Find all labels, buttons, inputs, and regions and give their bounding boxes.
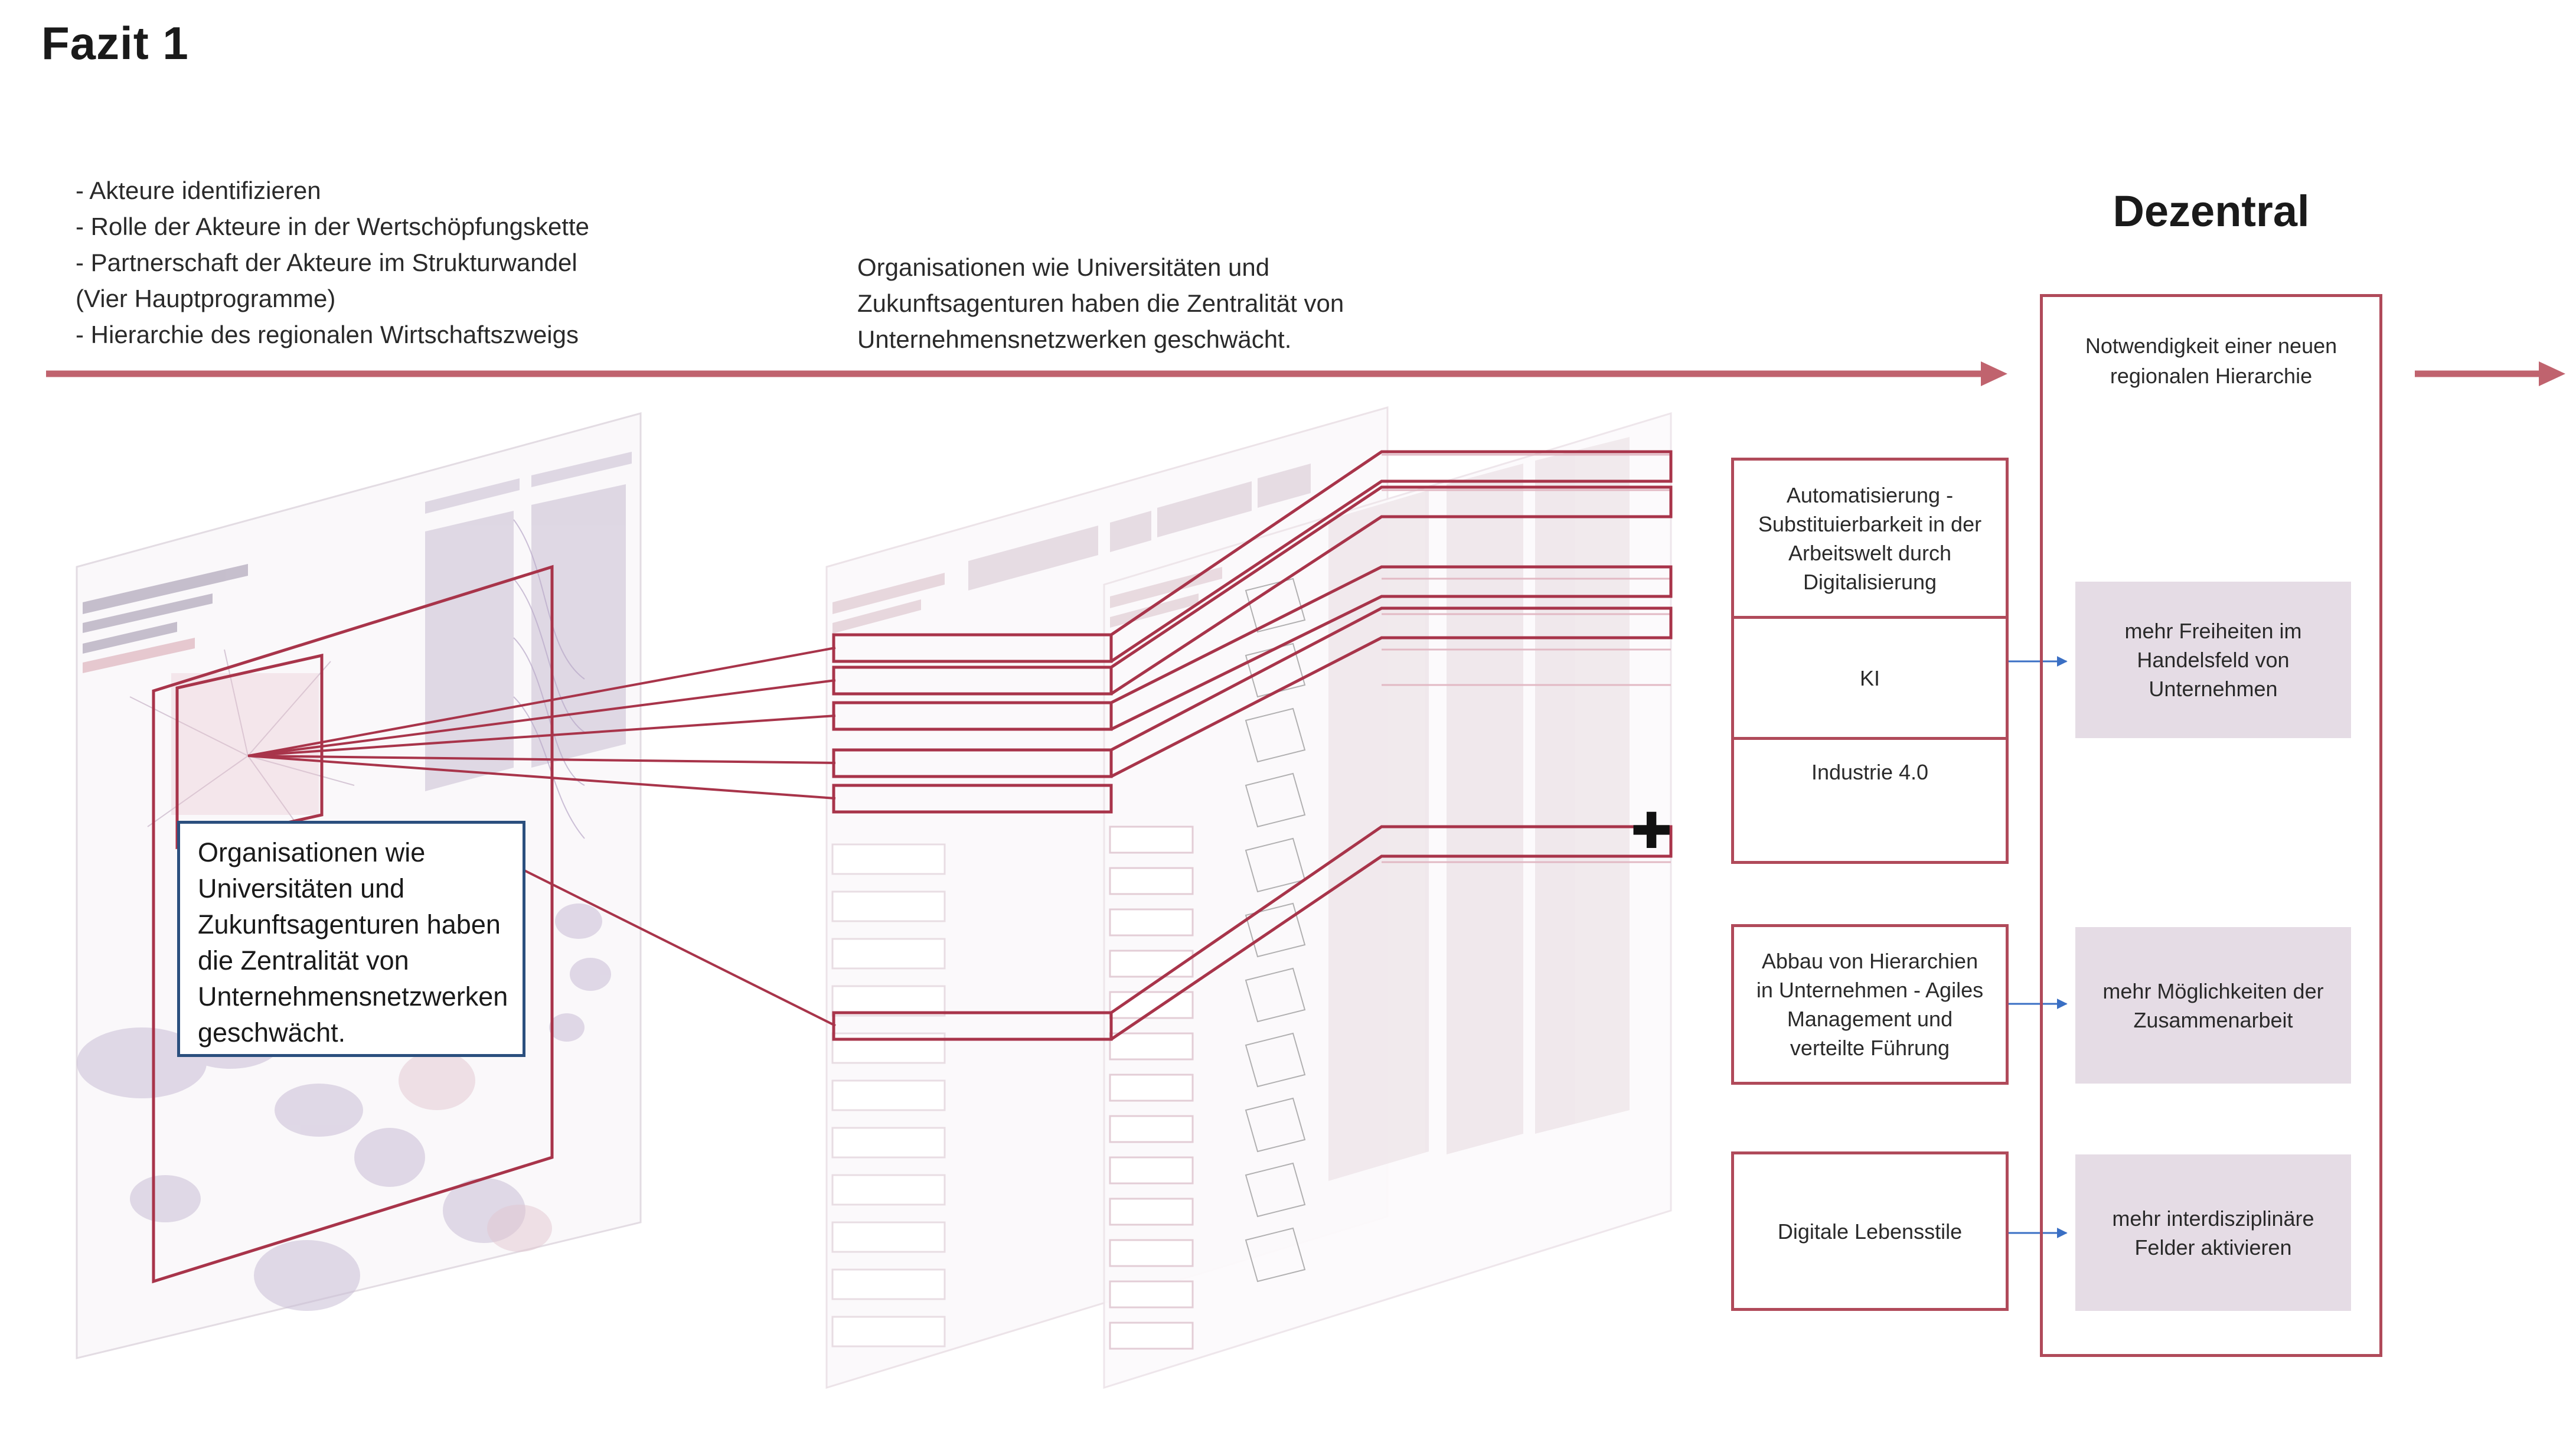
driver-digital-lifestyles: Digitale Lebensstile [1777,1219,1963,1244]
connection-lines [247,647,836,1027]
plus-icon: ✚ [1631,803,1673,859]
summary-note: Organisationen wie Universitäten und Zuk… [857,249,1344,357]
link-arrows [2004,656,2068,1238]
dezentral-panel [2040,294,2382,1357]
driver-industry: Industrie 4.0 [1811,760,1929,784]
note-line: Organisationen wie Universitäten und [857,253,1270,281]
note-line: Unternehmensnetzwerken geschwächt. [857,325,1292,353]
page-title: Fazit 1 [41,17,189,69]
selection-frame-poster1 [152,565,554,1284]
driver-agile-management: Abbau von Hierarchien in Unternehmen - A… [1756,949,1984,1060]
note-line: Zukunftsagenturen haben die Zentralität … [857,289,1344,317]
continuation-arrow [2415,361,2565,386]
highlight-rows [832,450,1673,1041]
bullet-list: - Akteure identifizieren - Rolle der Akt… [76,172,589,353]
bullet-item: - Hierarchie des regionalen Wirtschaftsz… [76,321,579,348]
driver-group-agile: Abbau von Hierarchien in Unternehmen - A… [1731,924,2009,1085]
outcome-freedom: mehr Freiheiten im Handelsfeld von Unter… [2075,582,2351,738]
driver-group-lifestyle: Digitale Lebensstile [1731,1151,2009,1311]
bullet-item: - Partnerschaft der Akteure im Strukturw… [76,249,577,276]
driver-ki: KI [1734,619,2006,740]
bullet-item: - Rolle der Akteure in der Wertschöpfung… [76,213,590,240]
dezentral-subheading: Notwendigkeit einer neuen regionalen Hie… [2085,334,2337,388]
dezentral-heading: Dezentral [2113,187,2310,236]
poster-complexity-interactions [1103,412,1672,1389]
driver-automation: Automatisierung - Substituierbarkeit in … [1734,461,2006,619]
callout-box: Organisationen wie Universitäten und Zuk… [177,821,525,1057]
bullet-item: - Akteure identifizieren [76,177,321,204]
poster-actor-analysis [76,412,642,1359]
outcome-interdisciplinary: mehr interdisziplinäre Felder aktivieren [2075,1154,2351,1311]
bullet-item: (Vier Hauptprogramme) [76,285,336,312]
driver-group-digitalisation: Automatisierung - Substituierbarkeit in … [1731,458,2009,864]
timeline-arrow [46,361,2007,386]
outcome-collaboration: mehr Möglichkeiten der Zusammenarbeit [2075,927,2351,1084]
